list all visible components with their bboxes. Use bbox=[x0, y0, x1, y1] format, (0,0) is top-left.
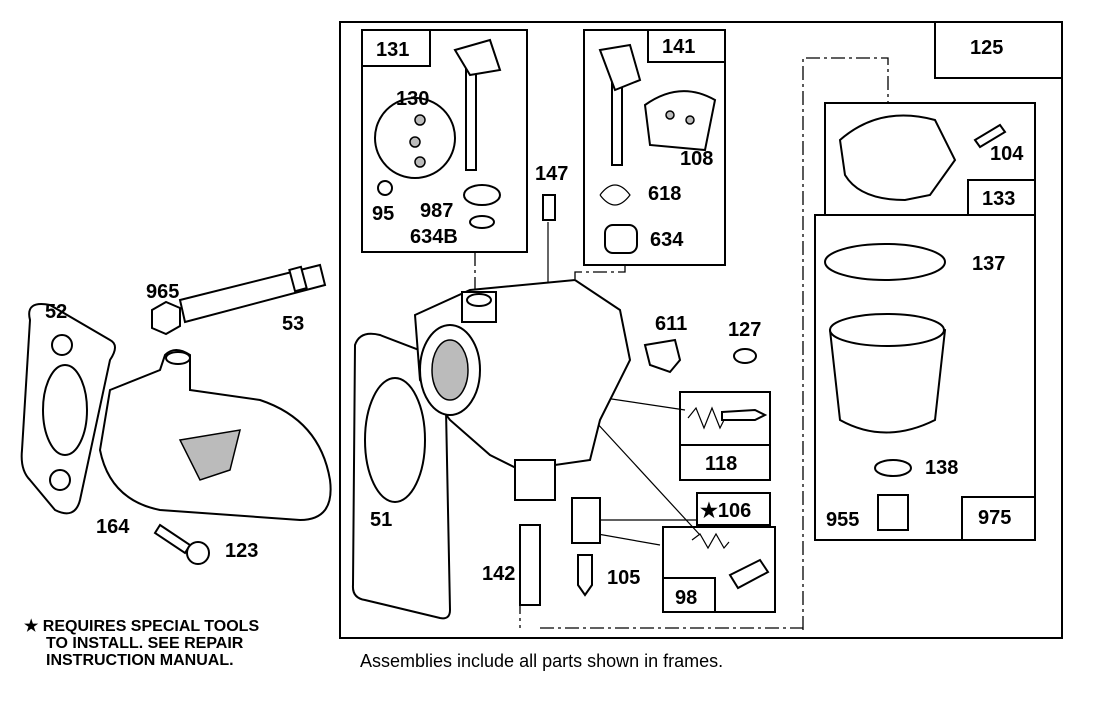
idle-screw bbox=[721, 408, 768, 421]
throttle-plate-108 bbox=[643, 90, 717, 152]
seal-987 bbox=[463, 184, 501, 206]
svg-text:52: 52 bbox=[45, 301, 67, 323]
pin-104 bbox=[973, 123, 1007, 149]
svg-text:142: 142 bbox=[482, 563, 515, 585]
washer-138 bbox=[874, 459, 912, 477]
spring-618 bbox=[599, 184, 631, 206]
fitting-611 bbox=[643, 338, 682, 374]
svg-text:611: 611 bbox=[655, 313, 687, 335]
svg-text:955: 955 bbox=[826, 509, 859, 531]
svg-text:131: 131 bbox=[376, 39, 409, 61]
svg-text:975: 975 bbox=[978, 507, 1011, 529]
svg-text:123: 123 bbox=[225, 540, 258, 562]
svg-text:634: 634 bbox=[650, 229, 684, 251]
float-133 bbox=[838, 114, 957, 202]
svg-text:125: 125 bbox=[970, 37, 1003, 59]
assembly-frame-131 bbox=[361, 29, 528, 253]
spring-118 bbox=[687, 406, 726, 430]
screw-98 bbox=[728, 558, 770, 590]
note-line: TO INSTALL. SEE REPAIR bbox=[46, 635, 244, 652]
tube-142 bbox=[519, 524, 541, 606]
note-line: ★ REQUIRES SPECIAL TOOLS bbox=[24, 618, 260, 635]
svg-text:618: 618 bbox=[648, 183, 681, 205]
svg-text:133: 133 bbox=[982, 188, 1015, 210]
svg-text:95: 95 bbox=[372, 203, 394, 225]
bolt-955 bbox=[877, 494, 909, 531]
washer-634b bbox=[469, 215, 495, 229]
assembly-frame-975 bbox=[814, 214, 1036, 541]
svg-text:127: 127 bbox=[728, 319, 761, 341]
screw-123 bbox=[153, 523, 192, 555]
svg-text:965: 965 bbox=[146, 281, 179, 303]
tube-53 bbox=[178, 263, 327, 324]
label-frame-106 bbox=[696, 492, 771, 526]
svg-text:141: 141 bbox=[662, 36, 695, 58]
svg-text:108: 108 bbox=[680, 148, 713, 170]
screw-147 bbox=[542, 194, 556, 221]
svg-text:987: 987 bbox=[420, 200, 453, 222]
washer-127 bbox=[733, 348, 757, 364]
svg-text:137: 137 bbox=[972, 253, 1005, 275]
assembly-frame-98 bbox=[662, 526, 776, 613]
spring-98 bbox=[691, 532, 730, 550]
main-frame bbox=[339, 21, 1063, 639]
svg-text:105: 105 bbox=[607, 567, 640, 589]
special-tools-note: ★ REQUIRES SPECIAL TOOLS TO INSTALL. SEE… bbox=[24, 618, 259, 669]
part-labels: 131 130 95 987 634B 141 108 618 634 147 … bbox=[45, 36, 1024, 609]
svg-text:51: 51 bbox=[370, 509, 392, 531]
bushing-634 bbox=[604, 224, 638, 254]
assembly-frame-125 bbox=[934, 21, 1063, 79]
svg-text:164: 164 bbox=[96, 516, 130, 538]
needle-105 bbox=[577, 554, 593, 597]
svg-text:98: 98 bbox=[675, 587, 697, 609]
svg-text:★106: ★106 bbox=[700, 500, 751, 522]
svg-text:53: 53 bbox=[282, 313, 304, 335]
svg-text:130: 130 bbox=[396, 88, 429, 110]
nut-965 bbox=[151, 300, 181, 336]
svg-text:147: 147 bbox=[535, 163, 568, 185]
choke-shaft bbox=[465, 59, 477, 171]
note-line: INSTRUCTION MANUAL. bbox=[46, 652, 234, 669]
screw-95 bbox=[377, 180, 393, 196]
svg-text:118: 118 bbox=[705, 453, 737, 475]
gasket-137 bbox=[824, 243, 946, 281]
seat-106 bbox=[571, 497, 601, 544]
svg-text:634B: 634B bbox=[410, 226, 458, 248]
svg-text:104: 104 bbox=[990, 143, 1024, 165]
svg-text:138: 138 bbox=[925, 457, 958, 479]
assemblies-caption: Assemblies include all parts shown in fr… bbox=[360, 651, 724, 671]
